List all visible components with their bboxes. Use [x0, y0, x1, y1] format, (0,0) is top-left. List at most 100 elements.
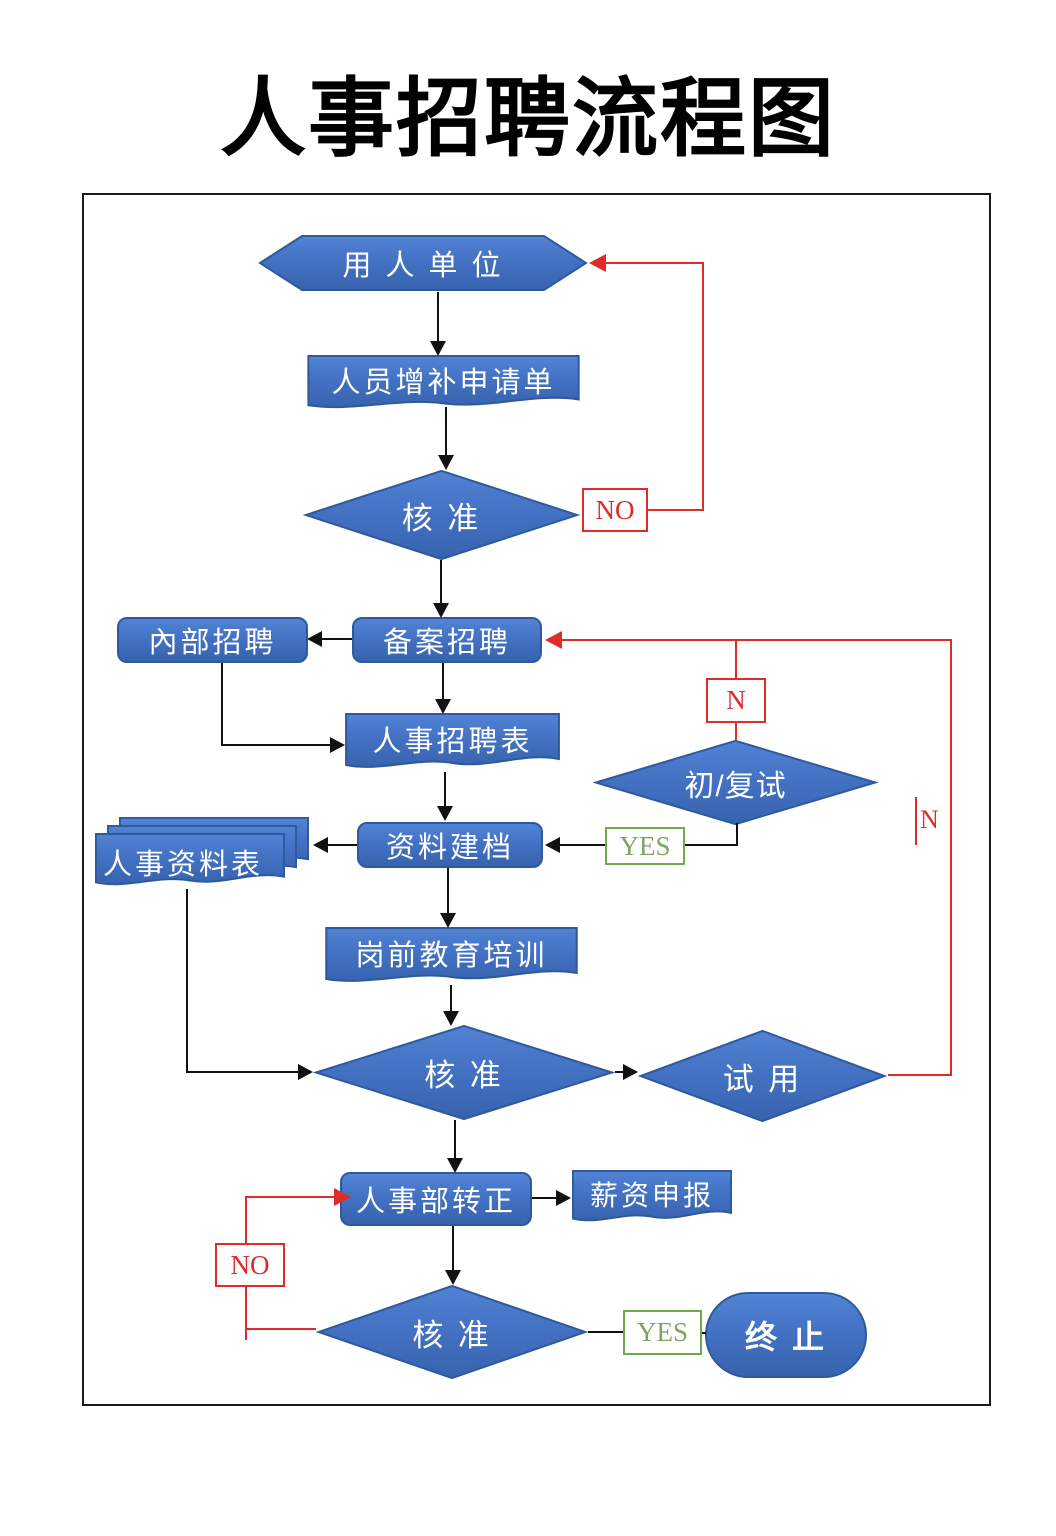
node-hr-confirmation: 人事部转正: [340, 1172, 532, 1226]
arrowhead-down: [438, 455, 454, 470]
decision-shape: [303, 470, 580, 560]
node-pre-job-training: 岗前教育培训: [325, 927, 578, 987]
arrowhead-right: [298, 1064, 313, 1080]
red-connector-no2-to-confirmation: [245, 1196, 336, 1198]
node-label: 资料建档: [385, 832, 514, 864]
edge-label-yes-2: YES: [623, 1310, 702, 1355]
node-label: 终 止: [745, 1319, 827, 1355]
arrowhead-down: [437, 806, 453, 821]
red-connector-n-right-vertical: [950, 639, 952, 1075]
node-internal-recruitment: 內部招聘: [117, 617, 308, 663]
arrowhead-right: [330, 737, 345, 753]
connector-hrdata-to-approval2: [186, 1071, 300, 1073]
connector-registered-to-internal: [320, 638, 352, 640]
decision-shape: [316, 1285, 588, 1379]
node-hr-data-form: 人事资料表: [95, 815, 311, 891]
node-approval-1: 核 准: [303, 470, 580, 560]
connector-approval3-to-yes2: [588, 1331, 623, 1333]
arrowhead-down: [433, 603, 449, 618]
arrowhead-down: [445, 1270, 461, 1285]
red-connector-no2-down: [245, 1287, 247, 1340]
connector-hrdata-down: [186, 889, 188, 1073]
edge-label-no-2: NO: [215, 1243, 285, 1287]
node-label: 岗前教育培训: [355, 940, 548, 972]
connector-approval2-to-probation: [615, 1071, 625, 1073]
edge-label-no-1: NO: [582, 488, 648, 532]
arrowhead-right: [623, 1064, 638, 1080]
node-label: 人事招聘表: [372, 726, 533, 758]
red-connector-no1-to-employer: [604, 262, 704, 264]
connector-interview-to-yes1: [684, 844, 738, 846]
node-label: 初/复试: [684, 769, 787, 803]
node-label: 核 准: [424, 1058, 504, 1093]
node-label: 薪资申报: [589, 1180, 714, 1211]
red-connector-to-nbox: [735, 640, 737, 678]
red-connector-no2-to-approval3: [245, 1328, 316, 1330]
node-interview: 初/复试: [593, 740, 878, 825]
arrowhead-left: [313, 837, 328, 853]
arrowhead-down: [430, 341, 446, 356]
arrowhead-down: [440, 913, 456, 928]
arrowhead-right: [556, 1190, 571, 1206]
edge-label-n-2: N: [920, 805, 939, 834]
connector-archive-to-training: [447, 868, 449, 914]
connector-recruitform-to-archive: [444, 772, 446, 807]
red-connector-no2-up: [245, 1196, 247, 1243]
node-label: 核 准: [401, 500, 482, 536]
connector-request-to-approval1: [445, 407, 447, 456]
arrowhead-down: [447, 1158, 463, 1173]
node-label: 备案招聘: [382, 627, 511, 659]
node-salary-declaration: 薪资申报: [572, 1170, 732, 1226]
arrowhead-down: [435, 699, 451, 714]
arrowhead-left: [307, 631, 322, 647]
node-archive-filing: 资料建档: [357, 822, 543, 868]
connector-registered-to-recruitform: [442, 663, 444, 700]
connector-training-to-approval2: [450, 985, 452, 1012]
page-title: 人事招聘流程图: [220, 71, 836, 167]
connector-confirmation-to-salary: [532, 1197, 558, 1199]
document-shape: [325, 927, 578, 987]
document-shape: [307, 355, 580, 413]
node-label: 试 用: [722, 1061, 803, 1097]
document-shape: [345, 713, 560, 773]
red-connector-no1-up: [702, 262, 704, 511]
node-label: 人员增补申请单: [331, 367, 556, 399]
node-label: 人事部转正: [355, 1186, 516, 1218]
node-registered-recruitment: 备案招聘: [352, 617, 542, 663]
red-connector-probation-to-vertical: [888, 1074, 952, 1076]
red-connector-n-horizontal: [560, 639, 952, 641]
document-shape: [572, 1170, 732, 1226]
decision-shape: [638, 1030, 887, 1122]
node-approval-2: 核 准: [313, 1025, 615, 1120]
node-label: 內部招聘: [148, 627, 277, 659]
connector-archive-to-hrdata: [327, 844, 357, 846]
connector-approval2-to-confirmation: [454, 1120, 456, 1159]
connector-approval1-to-registered: [440, 560, 442, 604]
node-employer: 用 人 单 位: [258, 234, 588, 292]
diagram-border: [82, 193, 991, 1406]
node-label: 人事资料表: [103, 849, 264, 881]
document-shape-front: [95, 833, 285, 890]
edge-label-n-1: N: [706, 678, 766, 723]
decision-shape: [313, 1025, 615, 1120]
node-recruitment-form: 人事招聘表: [345, 713, 560, 773]
arrowhead-left: [545, 837, 560, 853]
connector-interview-down: [736, 823, 738, 845]
node-label: 核 准: [412, 1317, 492, 1353]
connector-internal-down: [221, 663, 223, 746]
node-termination: 终 止: [705, 1292, 867, 1378]
red-tick-n2: [915, 797, 917, 845]
red-connector-nbox-to-interview: [735, 723, 737, 740]
connector-internal-to-recruitform: [221, 744, 332, 746]
arrowhead-down: [443, 1011, 459, 1026]
decision-shape: [593, 740, 878, 825]
connector-yes2-to-termination: [700, 1332, 706, 1334]
connector-yes1-to-archive: [560, 844, 606, 846]
edge-label-yes-1: YES: [605, 827, 685, 865]
node-approval-3: 核 准: [316, 1285, 588, 1379]
connector-confirmation-to-approval3: [452, 1226, 454, 1271]
red-connector-no1-right: [648, 509, 704, 511]
node-staff-request-form: 人员增补申请单: [307, 355, 580, 413]
hexagon-shape: [258, 234, 588, 292]
